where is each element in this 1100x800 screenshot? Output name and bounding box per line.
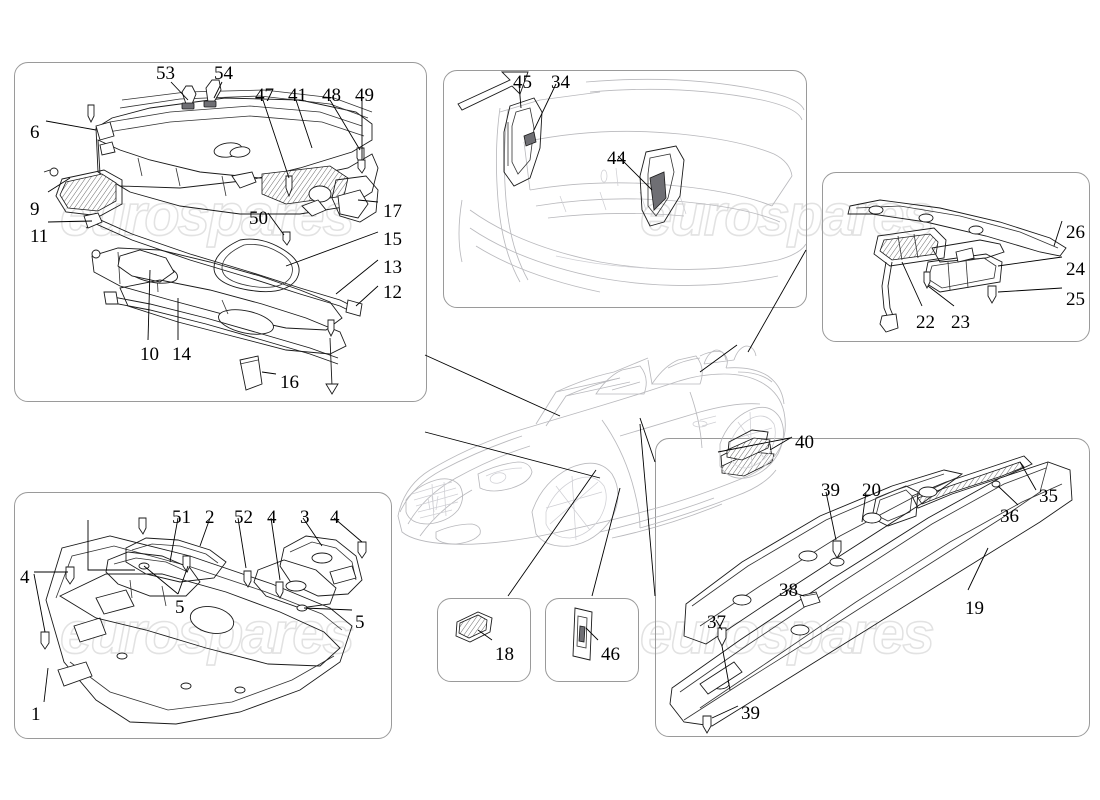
callout-label-6[interactable]: 6 <box>30 122 40 143</box>
cowl-and-scuttle-panel <box>14 62 427 402</box>
sill-cover-panel <box>655 438 1090 737</box>
callout-label-46[interactable]: 46 <box>601 644 620 665</box>
callout-label-19[interactable]: 19 <box>965 598 984 619</box>
pedal-pad-panel <box>437 598 531 682</box>
boot-trim-panel <box>443 70 807 308</box>
callout-label-14[interactable]: 14 <box>172 344 191 365</box>
callout-label-45[interactable]: 45 <box>513 72 532 93</box>
callout-label-40[interactable]: 40 <box>795 432 814 453</box>
callout-label-2[interactable]: 2 <box>205 507 215 528</box>
underbody-shield-panel <box>14 492 392 739</box>
callout-label-9[interactable]: 9 <box>30 199 40 220</box>
callout-label-24[interactable]: 24 <box>1066 259 1085 280</box>
callout-label-39[interactable]: 39 <box>741 703 760 724</box>
callout-label-18[interactable]: 18 <box>495 644 514 665</box>
callout-label-15[interactable]: 15 <box>383 229 402 250</box>
callout-label-38[interactable]: 38 <box>779 580 798 601</box>
callout-label-17[interactable]: 17 <box>383 201 402 222</box>
callout-label-5[interactable]: 5 <box>355 612 365 633</box>
callout-label-16[interactable]: 16 <box>280 372 299 393</box>
callout-label-49[interactable]: 49 <box>355 85 374 106</box>
callout-label-10[interactable]: 10 <box>140 344 159 365</box>
callout-label-23[interactable]: 23 <box>951 312 970 333</box>
callout-label-13[interactable]: 13 <box>383 257 402 278</box>
callout-label-4[interactable]: 4 <box>330 507 340 528</box>
callout-label-11[interactable]: 11 <box>30 226 49 247</box>
reflector-panel <box>545 598 639 682</box>
callout-label-25[interactable]: 25 <box>1066 289 1085 310</box>
callout-label-3[interactable]: 3 <box>300 507 310 528</box>
callout-label-4[interactable]: 4 <box>20 567 30 588</box>
callout-label-20[interactable]: 20 <box>862 480 881 501</box>
callout-label-36[interactable]: 36 <box>1000 506 1019 527</box>
callout-label-35[interactable]: 35 <box>1039 486 1058 507</box>
callout-label-51[interactable]: 51 <box>172 507 191 528</box>
callout-label-26[interactable]: 26 <box>1066 222 1085 243</box>
callout-label-50[interactable]: 50 <box>249 208 268 229</box>
callout-label-41[interactable]: 41 <box>288 85 307 106</box>
callout-label-37[interactable]: 37 <box>707 612 726 633</box>
rear-shelf-panel <box>822 172 1090 342</box>
callout-label-48[interactable]: 48 <box>322 85 341 106</box>
callout-label-1[interactable]: 1 <box>31 704 41 725</box>
callout-label-12[interactable]: 12 <box>383 282 402 303</box>
callout-label-52[interactable]: 52 <box>234 507 253 528</box>
callout-label-53[interactable]: 53 <box>156 63 175 84</box>
callout-label-39[interactable]: 39 <box>821 480 840 501</box>
callout-label-54[interactable]: 54 <box>214 63 233 84</box>
callout-label-44[interactable]: 44 <box>607 148 626 169</box>
callout-label-4[interactable]: 4 <box>267 507 277 528</box>
callout-label-5[interactable]: 5 <box>175 597 185 618</box>
callout-label-47[interactable]: 47 <box>255 85 274 106</box>
callout-label-34[interactable]: 34 <box>551 72 570 93</box>
callout-label-22[interactable]: 22 <box>916 312 935 333</box>
